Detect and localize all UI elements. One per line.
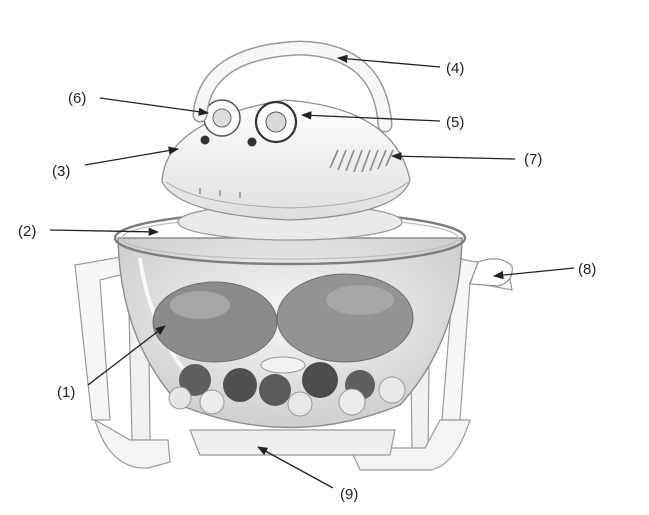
label-4: (4) [446,60,464,77]
label-3: (3) [52,163,70,180]
arrow-6 [99,97,210,116]
label-2: (2) [18,223,36,240]
label-8: (8) [578,261,596,278]
temperature-knob [254,100,298,144]
label-6: (6) [68,90,86,107]
label-5: (5) [446,114,464,131]
lid [161,99,411,241]
arrow-9 [257,446,334,489]
arrow-7 [390,152,516,161]
label-1: (1) [57,384,75,401]
callout-arrows [49,54,575,489]
food [152,273,414,417]
arrow-4 [336,54,441,68]
label-7: (7) [524,151,542,168]
arrow-3 [84,146,180,166]
arrow-1 [87,325,166,386]
indicator-light [200,135,210,145]
arrow-5 [300,111,441,122]
lid-handle [192,40,393,133]
callout-labels: (1) (2) (3) (4) (5) (6) (7) (8) (9) [18,60,596,503]
arrow-8 [492,267,575,280]
label-9: (9) [340,486,358,503]
timer-knob [203,99,241,137]
indicator-light [247,137,257,147]
arrow-2 [49,227,160,236]
